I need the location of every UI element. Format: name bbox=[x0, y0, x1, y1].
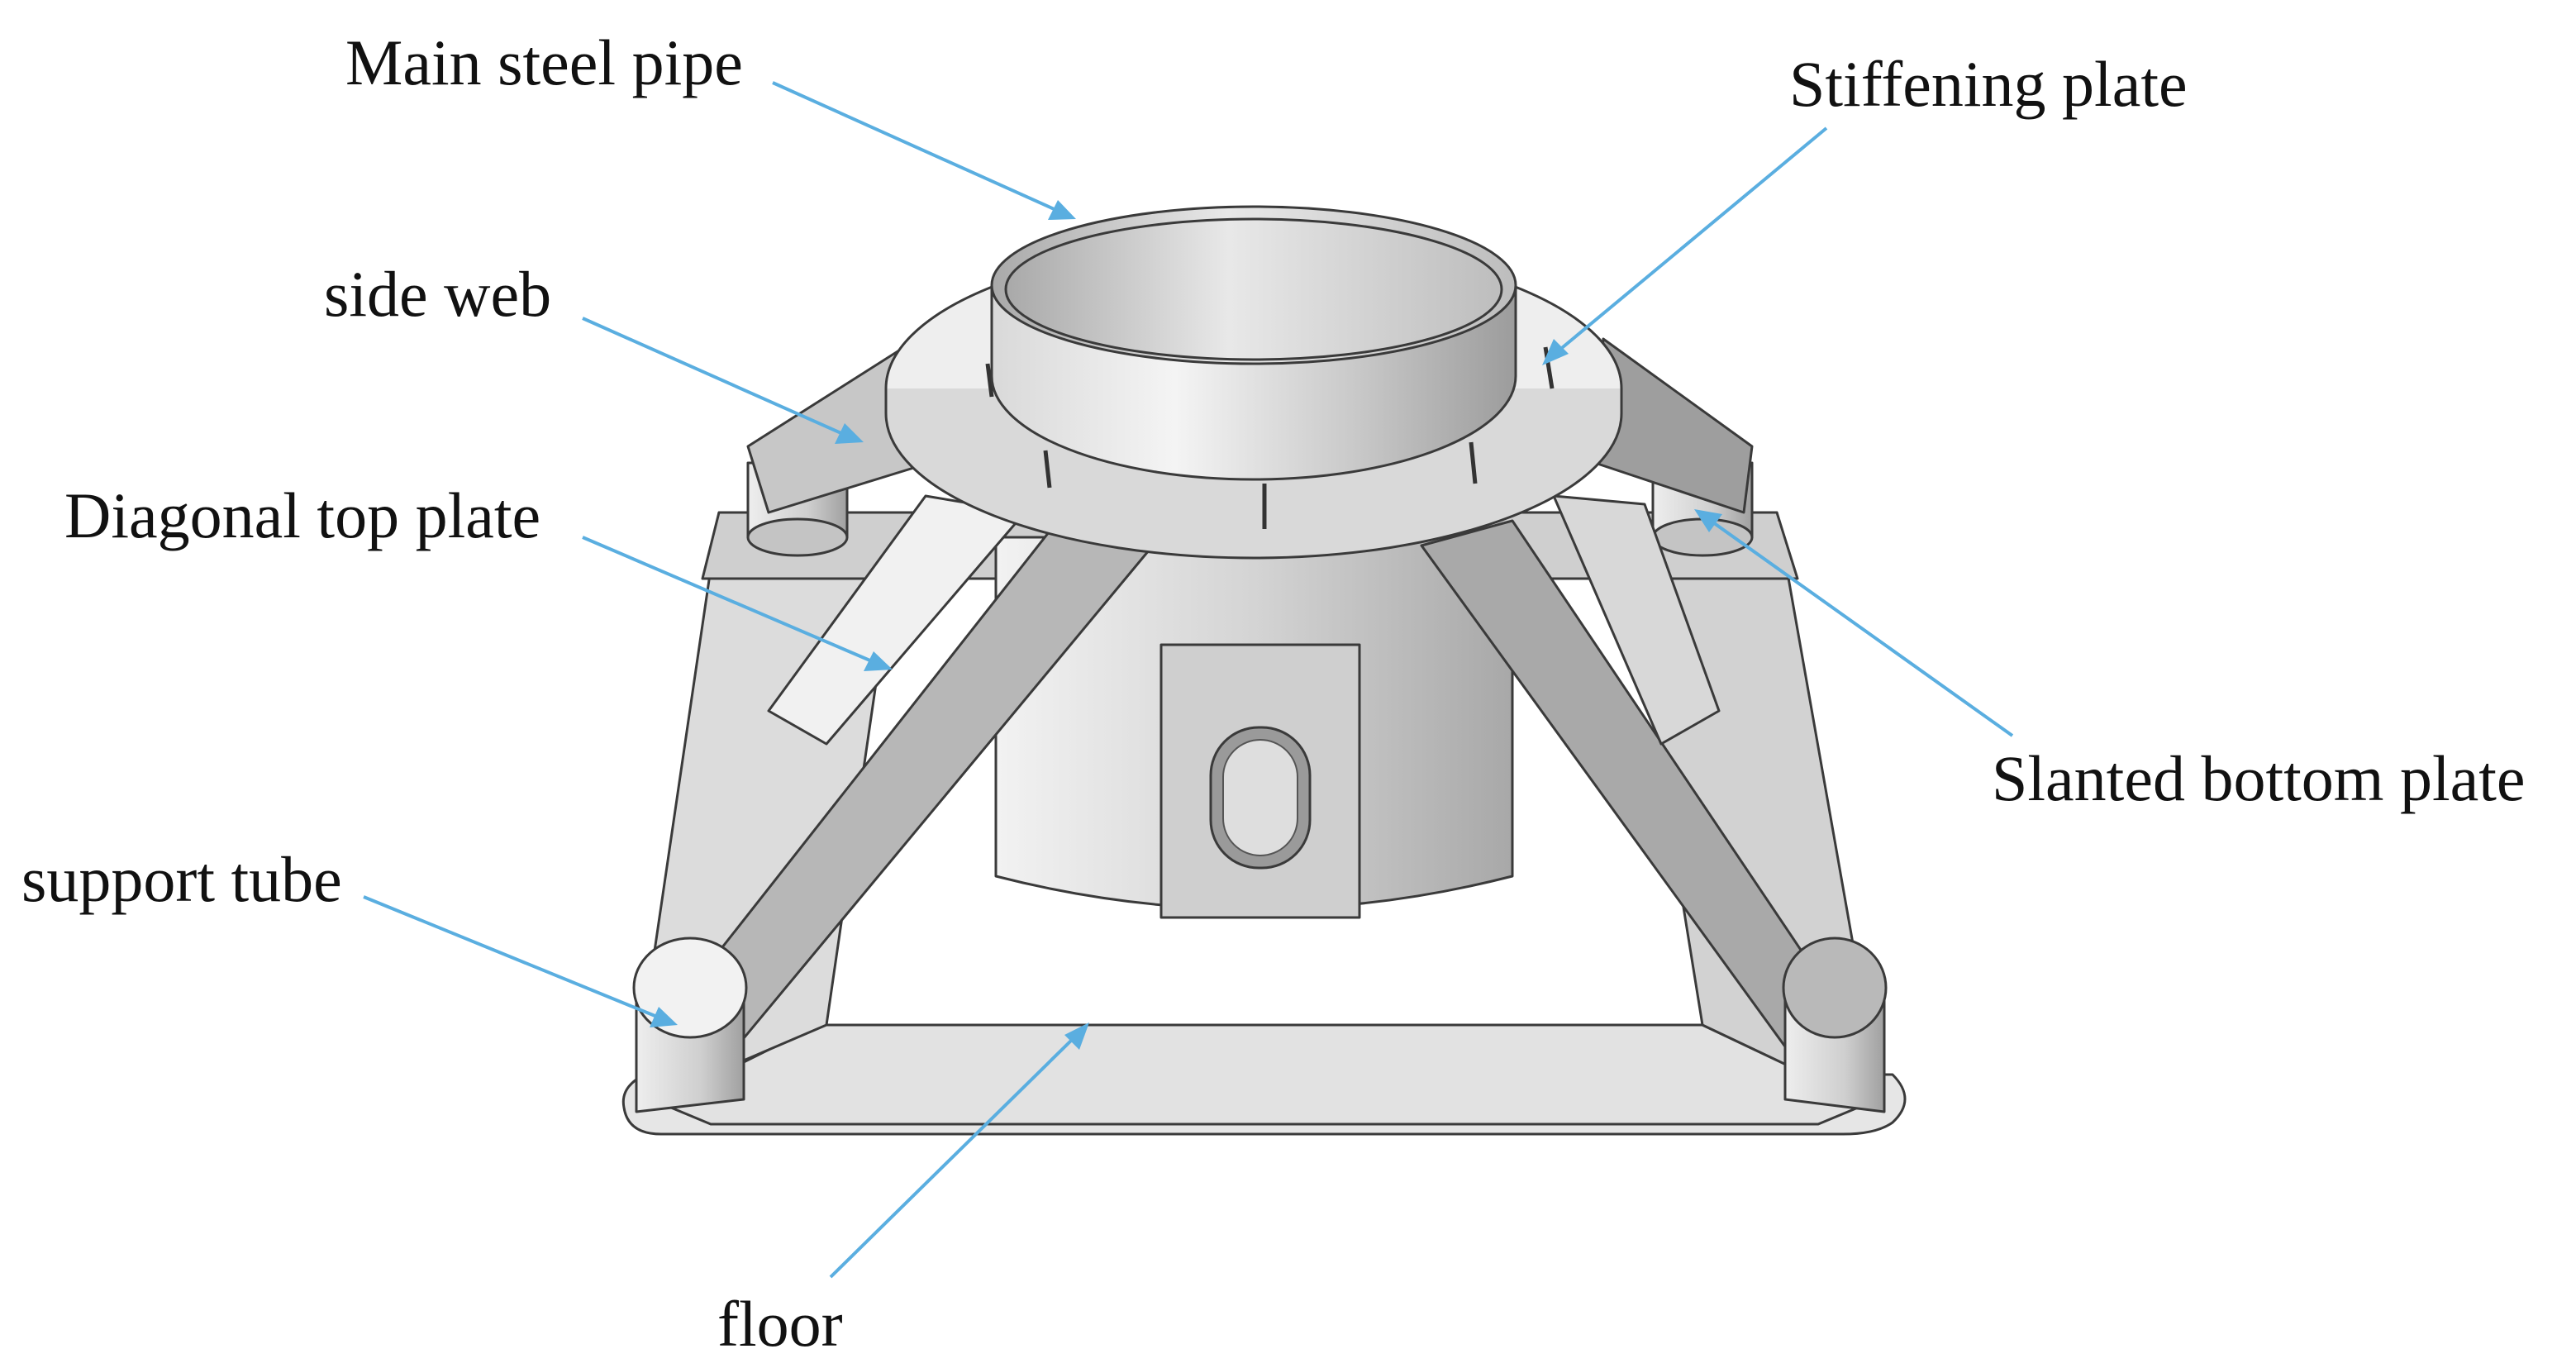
front-left-support-tube bbox=[632, 937, 748, 1113]
arrow-stiffening-plate bbox=[1542, 126, 1828, 365]
stiffening-plates bbox=[985, 346, 1555, 529]
label-main-steel-pipe: Main steel pipe bbox=[345, 26, 743, 98]
column-access-hole-inner bbox=[1222, 739, 1298, 856]
back-right-diagonal-plate bbox=[1552, 494, 1721, 746]
labels: Main steel pipe Stiffening plate side we… bbox=[21, 26, 2526, 1360]
label-floor: floor bbox=[717, 1288, 843, 1360]
label-stiffening-plate: Stiffening plate bbox=[1789, 48, 2188, 120]
label-slanted-bottom-plate: Slanted bottom plate bbox=[1992, 742, 2526, 814]
arrow-main-steel-pipe bbox=[772, 81, 1076, 220]
label-support-tube: support tube bbox=[21, 843, 342, 915]
arrow-floor bbox=[829, 1022, 1089, 1279]
label-diagonal-top-plate: Diagonal top plate bbox=[64, 479, 540, 551]
floor-top-face bbox=[659, 1023, 1869, 1126]
arrow-support-tube bbox=[363, 895, 678, 1027]
label-side-web: side web bbox=[324, 258, 551, 330]
arrow-side-web bbox=[582, 317, 864, 444]
arrow-diagonal-top-plate bbox=[582, 536, 893, 671]
structure-drawing bbox=[621, 205, 1907, 1136]
front-right-support-tube bbox=[1782, 937, 1888, 1113]
arrow-slanted-bottom-plate bbox=[1694, 509, 2014, 737]
leader-arrows bbox=[363, 81, 2014, 1279]
main-steel-pipe-bore bbox=[1004, 217, 1503, 361]
